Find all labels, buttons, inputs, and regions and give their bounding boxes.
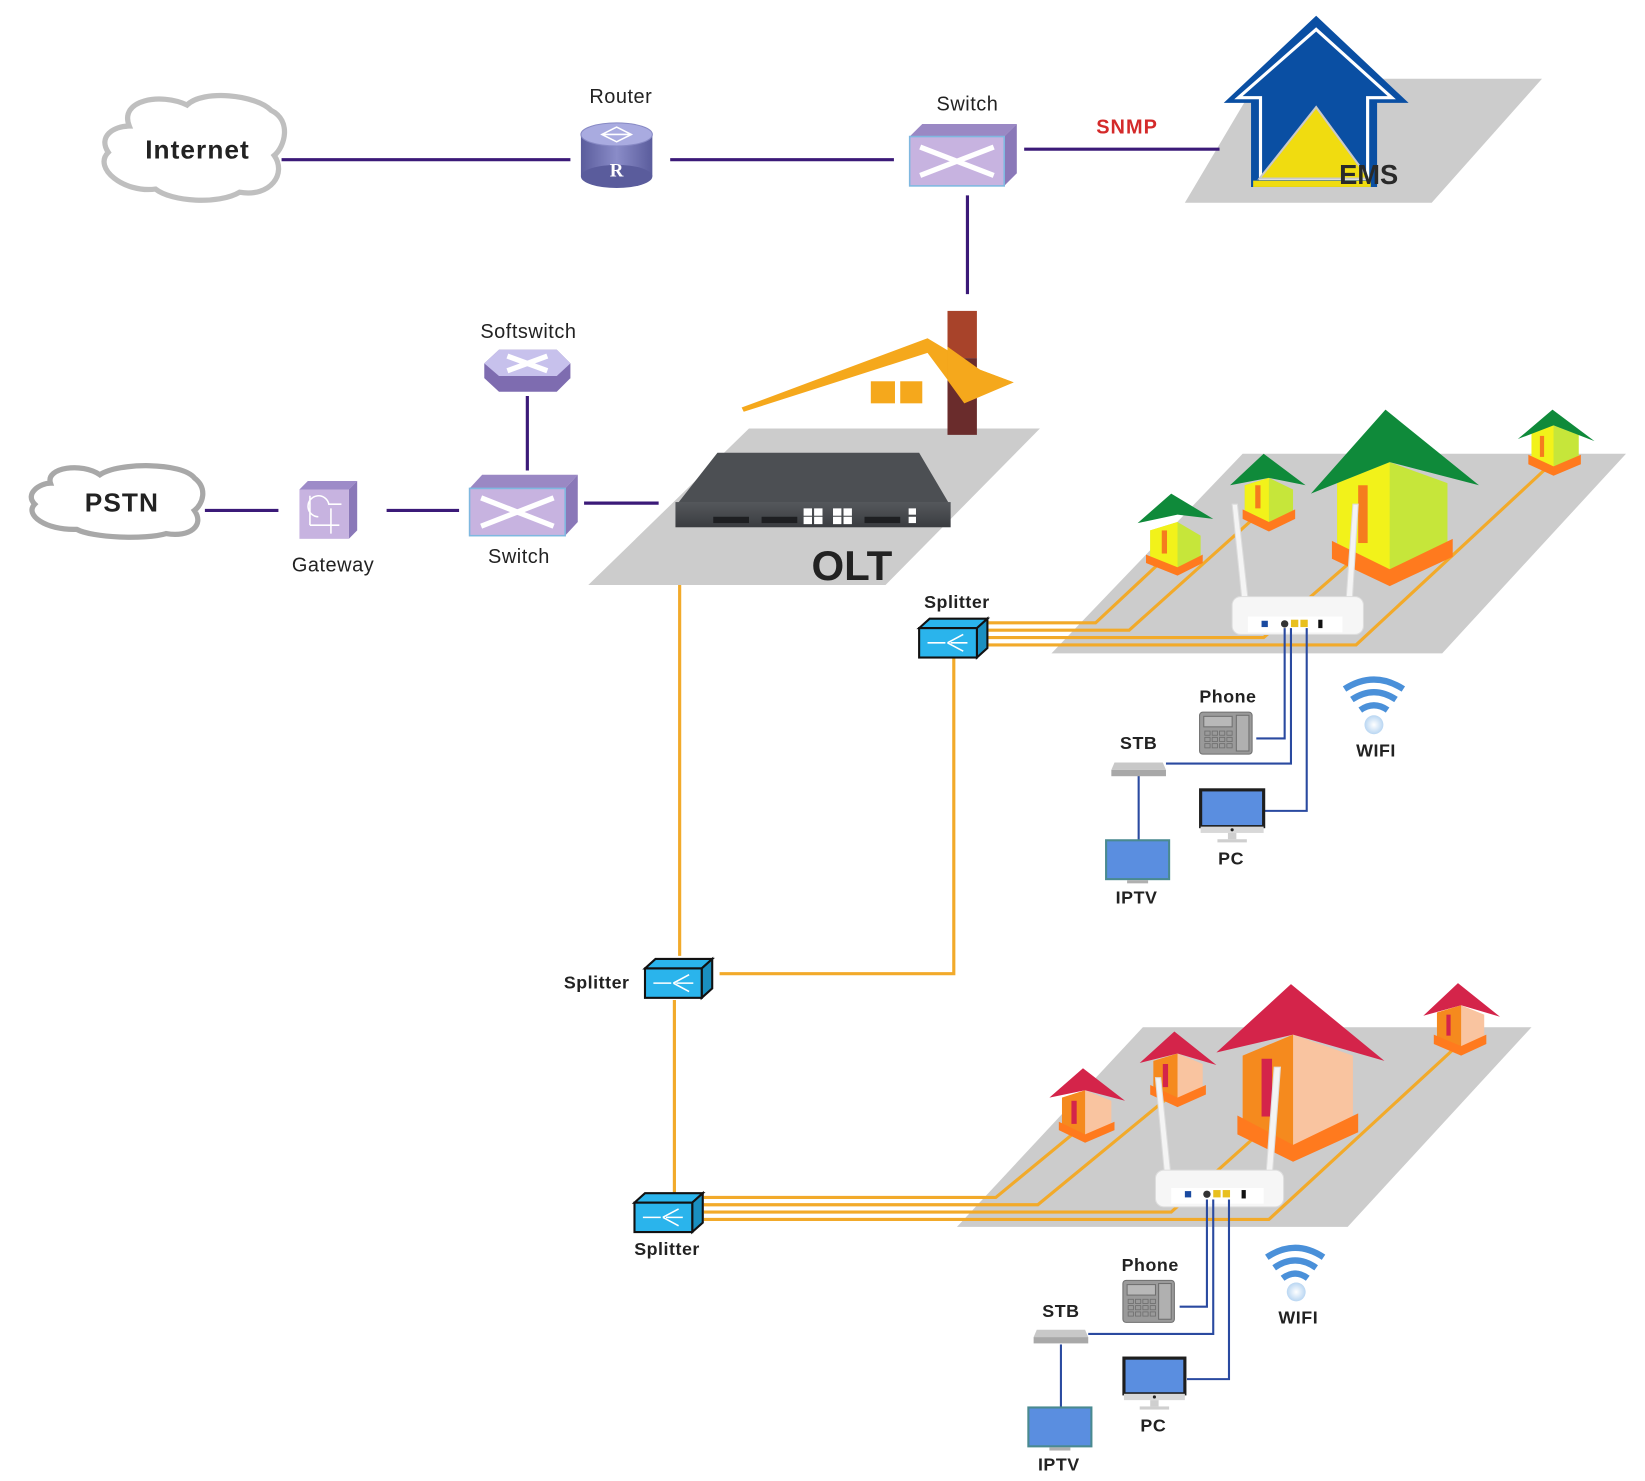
- upper-phone[interactable]: Phone: [1199, 687, 1256, 755]
- fiber-trunks: [672, 585, 956, 1198]
- olt[interactable]: OLT: [675, 310, 1014, 589]
- lower-pc[interactable]: PC: [1122, 1356, 1187, 1436]
- house-icon: [1049, 1068, 1126, 1143]
- phone-icon: [1122, 1279, 1175, 1323]
- monitor-icon: [1199, 788, 1266, 843]
- house-icon: [1137, 493, 1214, 576]
- splitter-icon: [631, 1190, 706, 1235]
- stb-label: STB: [1120, 733, 1157, 753]
- router-icon: R: [580, 122, 653, 189]
- softswitch-label: Softswitch: [480, 321, 576, 343]
- softswitch-icon: [484, 349, 571, 392]
- wifi-icon: [1265, 1244, 1326, 1302]
- switch-mid-label: Switch: [488, 546, 550, 568]
- house-icon: [1423, 983, 1500, 1056]
- ems[interactable]: EMS: [1223, 15, 1409, 190]
- monitor-icon: [1122, 1356, 1187, 1410]
- onu-lower[interactable]: [1154, 1066, 1285, 1208]
- gateway[interactable]: Gateway: [292, 481, 374, 576]
- splitter-middle[interactable]: Splitter: [564, 956, 715, 1001]
- olt-device-icon: [675, 452, 951, 528]
- onu-router-icon: [1154, 1066, 1285, 1208]
- olt-label: OLT: [811, 542, 892, 589]
- ems-label: EMS: [1339, 159, 1398, 190]
- pc-label: PC: [1140, 1416, 1166, 1436]
- iptv-label: IPTV: [1116, 887, 1158, 907]
- switch-mid[interactable]: Switch: [468, 474, 578, 568]
- lower-wifi[interactable]: WIFI: [1265, 1244, 1326, 1328]
- pstn-cloud[interactable]: PSTN: [28, 463, 206, 540]
- house-icon: [1517, 409, 1595, 476]
- upper-stb[interactable]: STB: [1111, 733, 1166, 777]
- splitter-upper[interactable]: Splitter: [916, 592, 991, 660]
- set-top-box-icon: [1111, 762, 1166, 777]
- onu-router-icon: [1231, 503, 1364, 635]
- pstn-label: PSTN: [85, 488, 159, 518]
- phone-label: Phone: [1199, 687, 1256, 707]
- splitter-middle-label: Splitter: [564, 972, 630, 992]
- softswitch[interactable]: Softswitch: [480, 321, 576, 392]
- house-icon: [1230, 453, 1306, 532]
- router-glyph: R: [610, 160, 624, 181]
- wifi-icon: [1342, 676, 1406, 735]
- stb-label: STB: [1042, 1301, 1079, 1321]
- wifi-label: WIFI: [1356, 740, 1396, 760]
- splitter-lower-label: Splitter: [634, 1239, 700, 1259]
- phone-label: Phone: [1122, 1255, 1179, 1275]
- splitter-icon: [916, 616, 991, 660]
- router[interactable]: Router R: [580, 86, 653, 189]
- building-icon: [741, 310, 1014, 435]
- phone-icon: [1199, 711, 1253, 755]
- switch-top-label: Switch: [937, 93, 999, 115]
- wifi-label: WIFI: [1278, 1307, 1318, 1327]
- onu-upper[interactable]: [1231, 503, 1364, 635]
- tv-icon: [1027, 1406, 1093, 1451]
- upper-wifi[interactable]: WIFI: [1342, 676, 1406, 761]
- lower-drop-fibers: [703, 1043, 1460, 1222]
- snmp-label: SNMP: [1096, 116, 1158, 138]
- lower-iptv[interactable]: IPTV: [1027, 1406, 1093, 1474]
- iptv-label: IPTV: [1038, 1454, 1080, 1474]
- core-links: [204, 147, 1220, 513]
- tv-icon: [1105, 839, 1171, 884]
- ems-arrow-icon: [1223, 15, 1409, 187]
- cloud-icon: [101, 92, 288, 203]
- upper-drop-fibers: [988, 466, 1549, 647]
- gateway-label: Gateway: [292, 554, 374, 576]
- lower-houses: [1049, 983, 1500, 1162]
- upper-cables: [1137, 628, 1308, 841]
- internet-cloud[interactable]: Internet: [101, 92, 288, 203]
- lower-stb[interactable]: STB: [1033, 1301, 1089, 1344]
- splitter-upper-label: Splitter: [924, 592, 990, 612]
- splitter-icon: [642, 956, 715, 1001]
- router-label: Router: [589, 86, 652, 108]
- lower-cables: [1059, 1199, 1231, 1408]
- switch-icon: [908, 123, 1017, 187]
- cloud-icon: [28, 463, 206, 540]
- gateway-icon: [299, 481, 358, 539]
- internet-label: Internet: [145, 135, 250, 165]
- set-top-box-icon: [1033, 1329, 1089, 1344]
- upper-pc[interactable]: PC: [1199, 788, 1266, 869]
- lower-phone[interactable]: Phone: [1122, 1255, 1179, 1323]
- pc-label: PC: [1218, 848, 1244, 868]
- upper-iptv[interactable]: IPTV: [1105, 839, 1171, 907]
- switch-top[interactable]: Switch: [908, 93, 1017, 187]
- splitter-lower[interactable]: Splitter: [631, 1190, 706, 1259]
- switch-icon: [468, 474, 578, 537]
